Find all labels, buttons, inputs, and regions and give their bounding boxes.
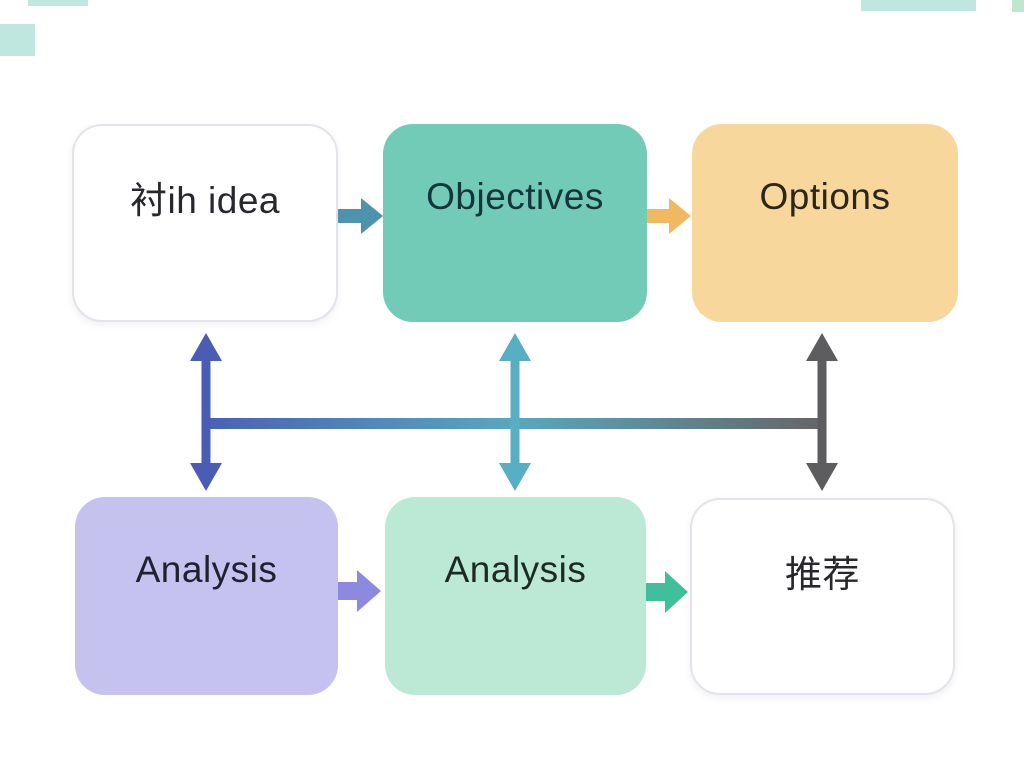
arrow-right-icon-analysis1-to-analysis2 — [338, 570, 381, 612]
arrow-right-icon-analysis2-to-recommendation — [645, 571, 688, 613]
node-objectives: Objectives — [383, 124, 647, 322]
node-options-label: Options — [759, 176, 891, 217]
arrow-right-icon-idea-to-objectives — [334, 198, 383, 234]
node-analysis-1-label: Analysis — [135, 549, 278, 590]
node-analysis-1: Analysis — [75, 497, 338, 695]
node-analysis-2: Analysis — [385, 497, 646, 695]
node-recommendation-label: 推荐 — [785, 553, 860, 595]
vertical-double-arrow-middle — [499, 333, 531, 491]
node-idea-label: 衬ih idea — [129, 180, 281, 221]
node-objectives-label: Objectives — [426, 176, 604, 217]
top-left-bar-fragment — [28, 0, 88, 6]
crossbar-connector — [202, 418, 826, 429]
node-recommendation: 推荐 — [690, 498, 955, 695]
left-edge-fragment — [0, 24, 35, 56]
vertical-double-arrow-right — [806, 333, 838, 491]
top-corner-fragment — [1012, 0, 1024, 12]
arrow-right-icon-objectives-to-options — [646, 198, 691, 234]
node-idea: 衬ih idea — [72, 124, 338, 322]
top-right-bar-fragment — [861, 0, 976, 11]
vertical-double-arrow-left — [190, 333, 222, 491]
node-options: Options — [692, 124, 958, 322]
node-analysis-2-label: Analysis — [444, 549, 587, 590]
